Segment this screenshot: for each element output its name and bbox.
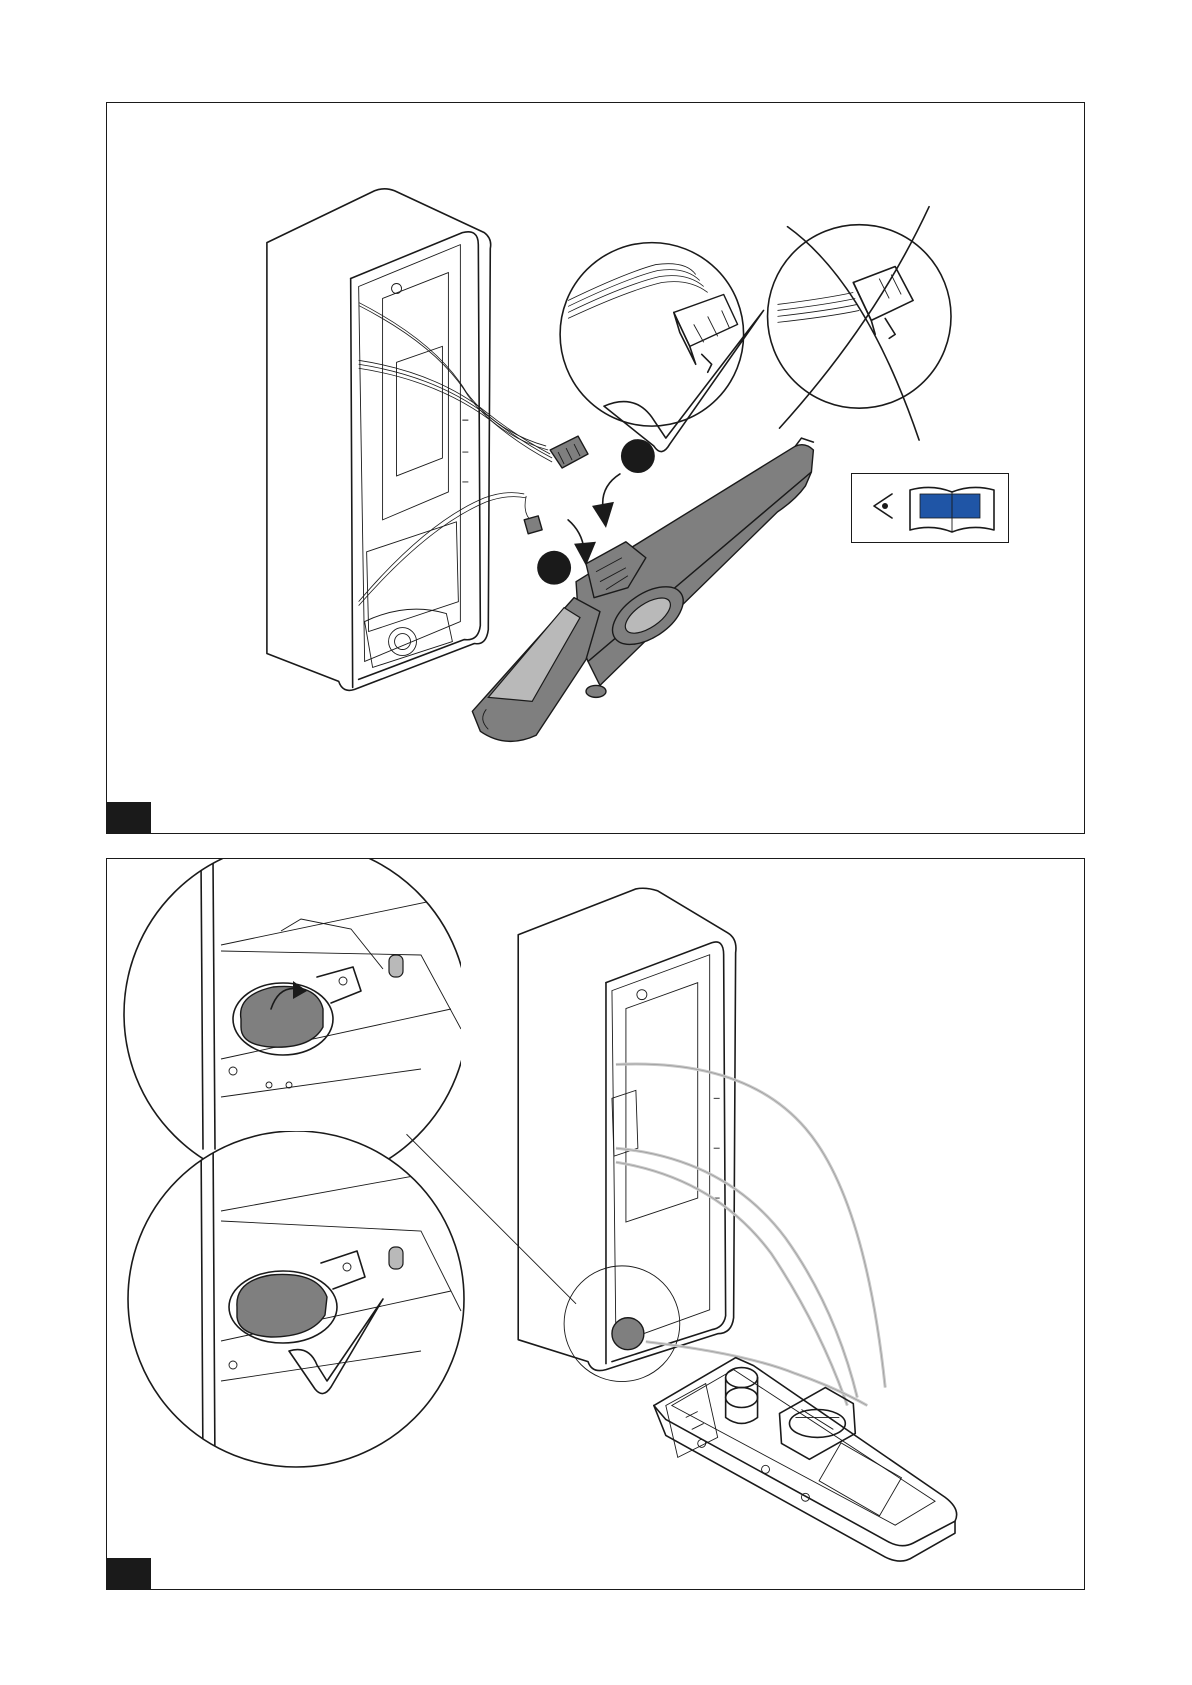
step-1-bullet — [621, 439, 655, 473]
figure-number-tab — [106, 802, 151, 834]
seal-before-detail — [121, 859, 461, 1159]
front-cover-assembly — [472, 438, 813, 741]
electronics-unit — [654, 1358, 957, 1561]
figure-number-tab — [106, 1558, 151, 1590]
four-pin-connector — [550, 436, 588, 468]
correct-connector-detail — [560, 243, 743, 426]
wrong-connector-cross-icon — [779, 207, 929, 440]
wall-housing — [518, 888, 736, 1370]
cable-bundle — [616, 1064, 885, 1406]
connector-wiring-illustration — [107, 103, 1084, 833]
cable-bundle — [359, 302, 552, 605]
figure-panel-2 — [106, 858, 1085, 1590]
seal-after-detail — [121, 1131, 471, 1471]
two-pin-connector — [524, 496, 542, 534]
step-2-bullet — [537, 551, 571, 585]
wrong-connector-detail — [768, 225, 951, 408]
figure-panel-1 — [106, 102, 1085, 834]
wall-housing — [267, 189, 491, 691]
see-manual-icon — [851, 473, 1009, 543]
tamper-seal-small — [612, 1318, 644, 1350]
